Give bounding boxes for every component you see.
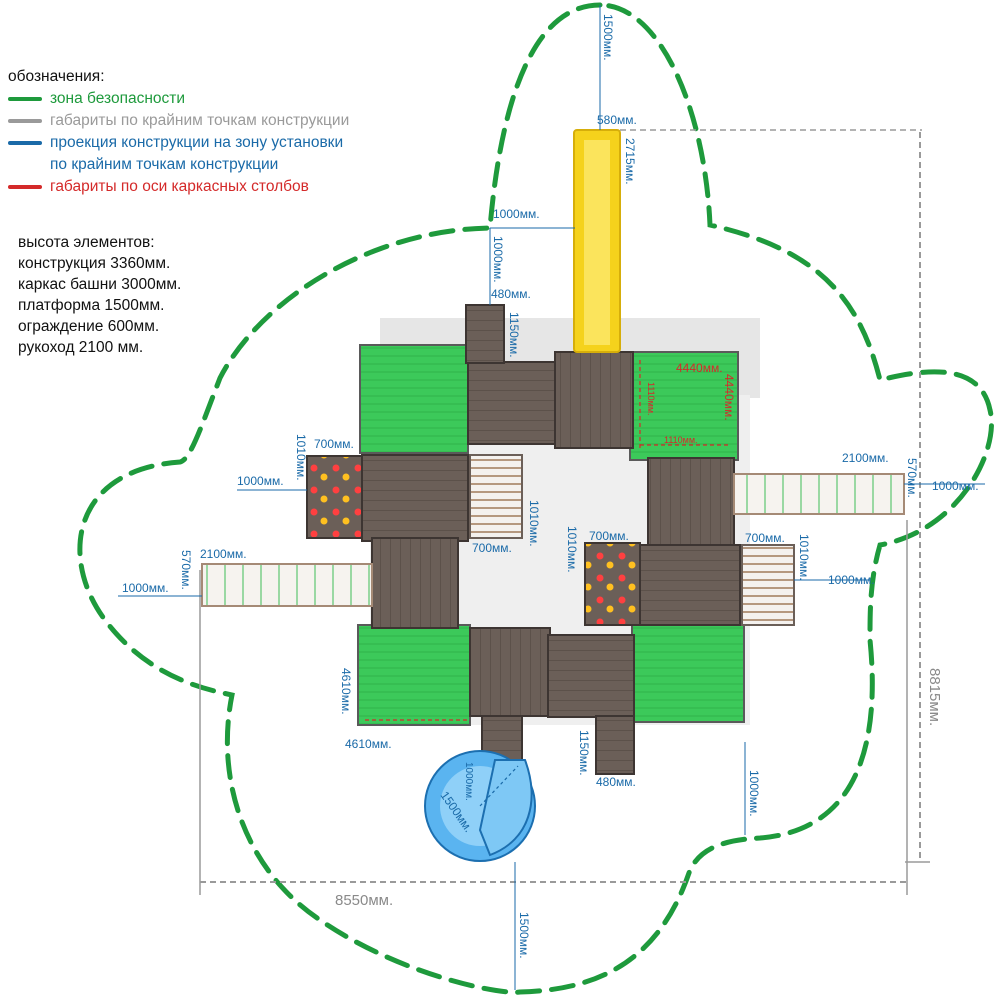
dim-slide-length: 2715мм. (623, 138, 637, 185)
climbing-wall-center (584, 542, 641, 626)
legend-label: зона безопасности (50, 90, 186, 107)
dim-zone-1000-b: 1000мм. (491, 236, 505, 283)
legend-swatch-blue (8, 141, 42, 145)
legend-label: габариты по оси каркасных столбов (50, 178, 309, 195)
deck-bottom-2 (547, 634, 635, 718)
dim-tower-tr-w: 4440мм. (676, 361, 723, 375)
element-heights: высота элементов: конструкция 3360мм. ка… (18, 232, 181, 358)
dim-zone-left: 1000мм. (237, 474, 284, 488)
dim-total-width: 8550мм. (335, 892, 393, 909)
dim-climb-w-center: 700мм. (589, 529, 629, 543)
dim-bars-w-right: 570мм. (905, 458, 919, 498)
heights-title: высота элементов: (18, 234, 155, 251)
dim-climb-h-left: 1010мм. (294, 434, 308, 481)
tower-top-left (359, 344, 469, 454)
height-line: конструкция 3360мм. (18, 255, 171, 272)
height-line: платформа 1500мм. (18, 297, 165, 314)
net-center-left (469, 454, 523, 539)
dim-net-w-right: 700мм. (745, 531, 785, 545)
dim-post-1110-a: 1110мм. (646, 382, 656, 416)
deck-left-2 (371, 537, 459, 629)
dim-zone-right: 1000мм. (932, 479, 979, 493)
legend-swatch-green (8, 97, 42, 101)
height-line: каркас башни 3000мм. (18, 276, 182, 293)
height-line: ограждение 600мм. (18, 318, 160, 335)
dim-stair-len-bottom: 1150мм. (577, 730, 591, 776)
dim-tower-bl-w: 4610мм. (345, 737, 392, 751)
legend-item-projection-cont: по крайним точкам конструкции (8, 154, 349, 176)
legend-label: габариты по крайним точкам конструкции (50, 112, 350, 129)
dim-net-h-right: 1010мм. (797, 534, 811, 581)
dim-slide-bottom-small: 1000мм. (463, 762, 474, 801)
net-right (741, 544, 795, 626)
stairs-bottom-right (595, 715, 635, 775)
legend-item-overall: габариты по крайним точкам конструкции (8, 110, 349, 132)
dim-tower-tr-h: 4440мм. (722, 374, 736, 421)
dim-stair-width-bottom: 480мм. (596, 775, 636, 789)
deck-top-1 (467, 361, 557, 445)
legend-item-posts: габариты по оси каркасных столбов (8, 176, 349, 198)
stairs-top (465, 304, 505, 364)
legend: обозначения: зона безопасности габариты … (8, 66, 349, 198)
dim-bars-len-left: 2100мм. (200, 547, 247, 561)
dim-net-w: 700мм. (472, 541, 512, 555)
climbing-wall-left (306, 455, 363, 539)
slide-bed (584, 140, 610, 345)
dim-bars-len-right: 2100мм. (842, 451, 889, 465)
deck-bottom-1 (469, 627, 551, 717)
post-axis-labels: 4440мм. 4440мм. 1110мм. 1110мм. (646, 361, 736, 445)
dim-climb-h-center: 1010мм. (565, 526, 579, 573)
overall-labels: 8815мм. 8550мм. (335, 668, 943, 909)
legend-item-safety-zone: зона безопасности (8, 88, 349, 110)
legend-title: обозначения: (8, 68, 105, 85)
dim-stair-len-top: 1150мм. (507, 312, 521, 358)
dim-post-1110-b: 1110мм. (664, 435, 698, 445)
legend-swatch-red (8, 185, 42, 189)
dim-zone-right2: 1000мм. (828, 573, 875, 587)
tower-bottom-left (357, 624, 471, 726)
legend-swatch-gray (8, 119, 42, 123)
legend-item-projection: проекция конструкции на зону установки (8, 132, 349, 154)
deck-left-1 (361, 454, 469, 542)
dim-zone-1000-a: 1000мм. (493, 207, 540, 221)
dim-bars-w-left: 570мм. (179, 550, 193, 590)
deck-right-1 (647, 457, 735, 549)
dim-bottom-zone: 1500мм. (517, 912, 531, 959)
monkey-bars-left (201, 563, 373, 607)
legend-label: по крайним точкам конструкции (50, 156, 279, 173)
tube-slide-chute (478, 759, 533, 857)
dim-zone-left2: 1000мм. (122, 581, 169, 595)
dim-top-zone: 1500мм. (601, 14, 615, 61)
dim-total-height: 8815мм. (926, 668, 943, 726)
deck-right-2 (639, 544, 741, 626)
legend-label: проекция конструкции на зону установки (50, 134, 344, 151)
dim-zone-bottom-right: 1000мм. (747, 770, 761, 817)
height-line: рукоход 2100 мм. (18, 339, 144, 356)
safety-zone-outline (77, 2, 994, 995)
dim-stair-width-top: 480мм. (491, 287, 531, 301)
tower-bottom-right (631, 621, 745, 723)
dim-slide-width: 580мм. (597, 113, 637, 127)
monkey-bars-right (733, 473, 905, 515)
dim-tower-bl-h: 4610мм. (339, 668, 353, 715)
deck-top-2 (554, 351, 634, 449)
dim-climb-w-left: 700мм. (314, 437, 354, 451)
dim-net-h: 1010мм. (527, 500, 541, 547)
